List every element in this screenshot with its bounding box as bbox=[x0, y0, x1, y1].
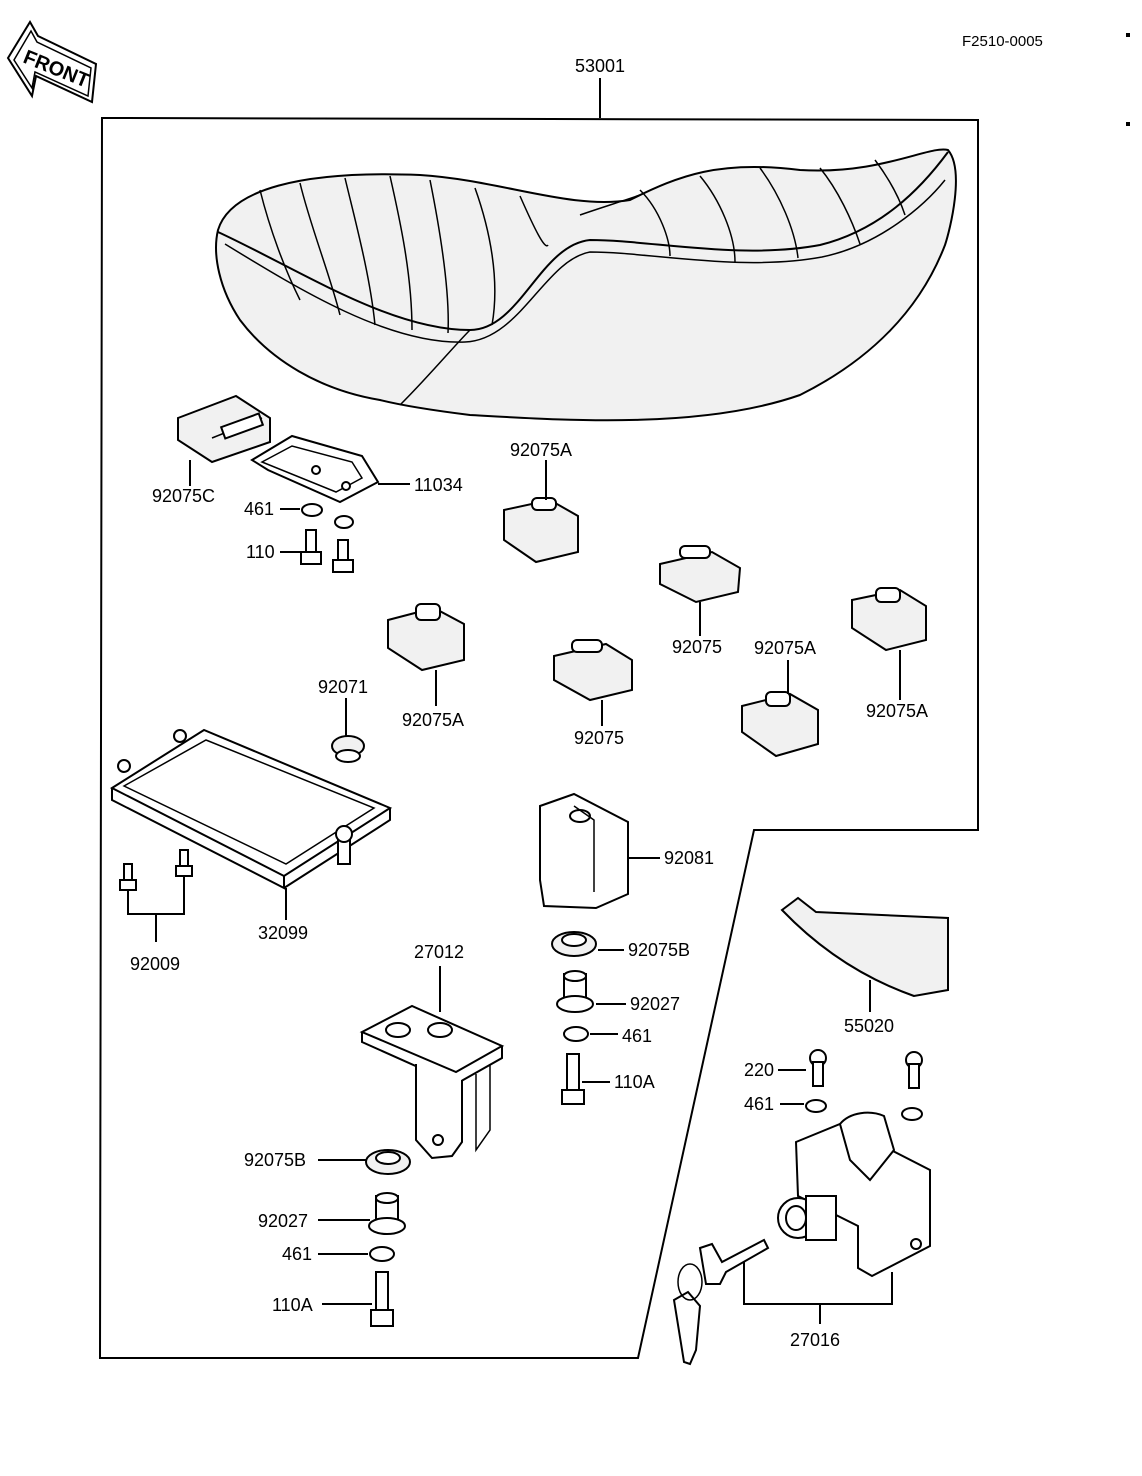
rubber-block-92075-a bbox=[659, 545, 742, 604]
tray-32099 bbox=[109, 728, 393, 890]
bolt-110A bbox=[370, 1271, 394, 1327]
seat-lock-27016 bbox=[777, 1111, 931, 1278]
part-11034-drawing bbox=[250, 434, 380, 504]
rubber-block-92075-b bbox=[553, 639, 633, 702]
label-92075B-a: 92075B bbox=[628, 940, 690, 960]
label-92075C: 92075C bbox=[152, 486, 215, 506]
front-arrow-icon: FRONT bbox=[6, 20, 98, 104]
washer-461 bbox=[334, 515, 354, 529]
cover-55020 bbox=[780, 896, 949, 998]
assembly-boundary bbox=[98, 116, 979, 1359]
label-11034: 11034 bbox=[414, 475, 463, 495]
rubber-block-92075A-b bbox=[851, 587, 927, 652]
screw-92009 bbox=[119, 849, 193, 891]
label-461-a: 461 bbox=[244, 499, 274, 519]
label-92075-b: 92075 bbox=[574, 728, 624, 748]
label-92075-a: 92075 bbox=[672, 637, 722, 657]
washer-461 bbox=[805, 1099, 827, 1113]
washer-461 bbox=[563, 1026, 589, 1042]
screw-220 bbox=[809, 1049, 923, 1089]
label-92075A-c: 92075A bbox=[402, 710, 464, 730]
bolt-110A bbox=[561, 1053, 585, 1105]
label-92071: 92071 bbox=[318, 677, 368, 697]
label-32099: 32099 bbox=[258, 923, 308, 943]
corner-mark bbox=[1126, 122, 1130, 126]
washer-461 bbox=[901, 1107, 923, 1121]
leader-line bbox=[743, 1262, 893, 1324]
rubber-block-92075A-a bbox=[503, 497, 579, 564]
document-code: F2510-0005 bbox=[962, 33, 1043, 50]
grommet-92075B bbox=[365, 1149, 411, 1175]
grommet-92075B bbox=[551, 931, 597, 957]
label-92075A-a: 92075A bbox=[510, 440, 572, 460]
corner-mark bbox=[1126, 33, 1130, 37]
collar-92027 bbox=[368, 1192, 406, 1235]
label-53001: 53001 bbox=[575, 56, 625, 76]
bolt-110 bbox=[300, 529, 354, 573]
leader-line bbox=[127, 876, 185, 942]
label-461-d: 461 bbox=[282, 1244, 312, 1264]
label-92075A-d: 92075A bbox=[754, 638, 816, 658]
label-110-a: 110 bbox=[246, 542, 275, 562]
label-92075A-b: 92075A bbox=[866, 701, 928, 721]
washer-461 bbox=[369, 1246, 395, 1262]
label-27012: 27012 bbox=[414, 942, 464, 962]
label-110A-b: 110A bbox=[272, 1295, 313, 1315]
label-92075B-b: 92075B bbox=[244, 1150, 306, 1170]
bracket-92081 bbox=[539, 792, 629, 910]
label-92027-a: 92027 bbox=[630, 994, 680, 1014]
label-92027-b: 92027 bbox=[258, 1211, 308, 1231]
label-92081: 92081 bbox=[664, 848, 714, 868]
label-27016: 27016 bbox=[790, 1330, 840, 1350]
rubber-block-92075A-c bbox=[387, 603, 465, 672]
grommet-92071 bbox=[331, 735, 365, 763]
part-92075C-drawing bbox=[177, 394, 271, 464]
label-55020: 55020 bbox=[844, 1016, 894, 1036]
label-92009: 92009 bbox=[130, 954, 180, 974]
washer-461 bbox=[301, 503, 323, 517]
hinge-bracket-27012 bbox=[359, 1004, 505, 1160]
seat-drawing bbox=[215, 148, 957, 422]
label-461-b: 461 bbox=[622, 1026, 652, 1046]
label-461-c: 461 bbox=[744, 1094, 774, 1114]
key-icon bbox=[672, 1238, 770, 1366]
collar-92027 bbox=[556, 970, 594, 1013]
label-220: 220 bbox=[744, 1060, 774, 1080]
rubber-block-92075A-d bbox=[741, 691, 819, 758]
label-110A-a: 110A bbox=[614, 1072, 655, 1092]
